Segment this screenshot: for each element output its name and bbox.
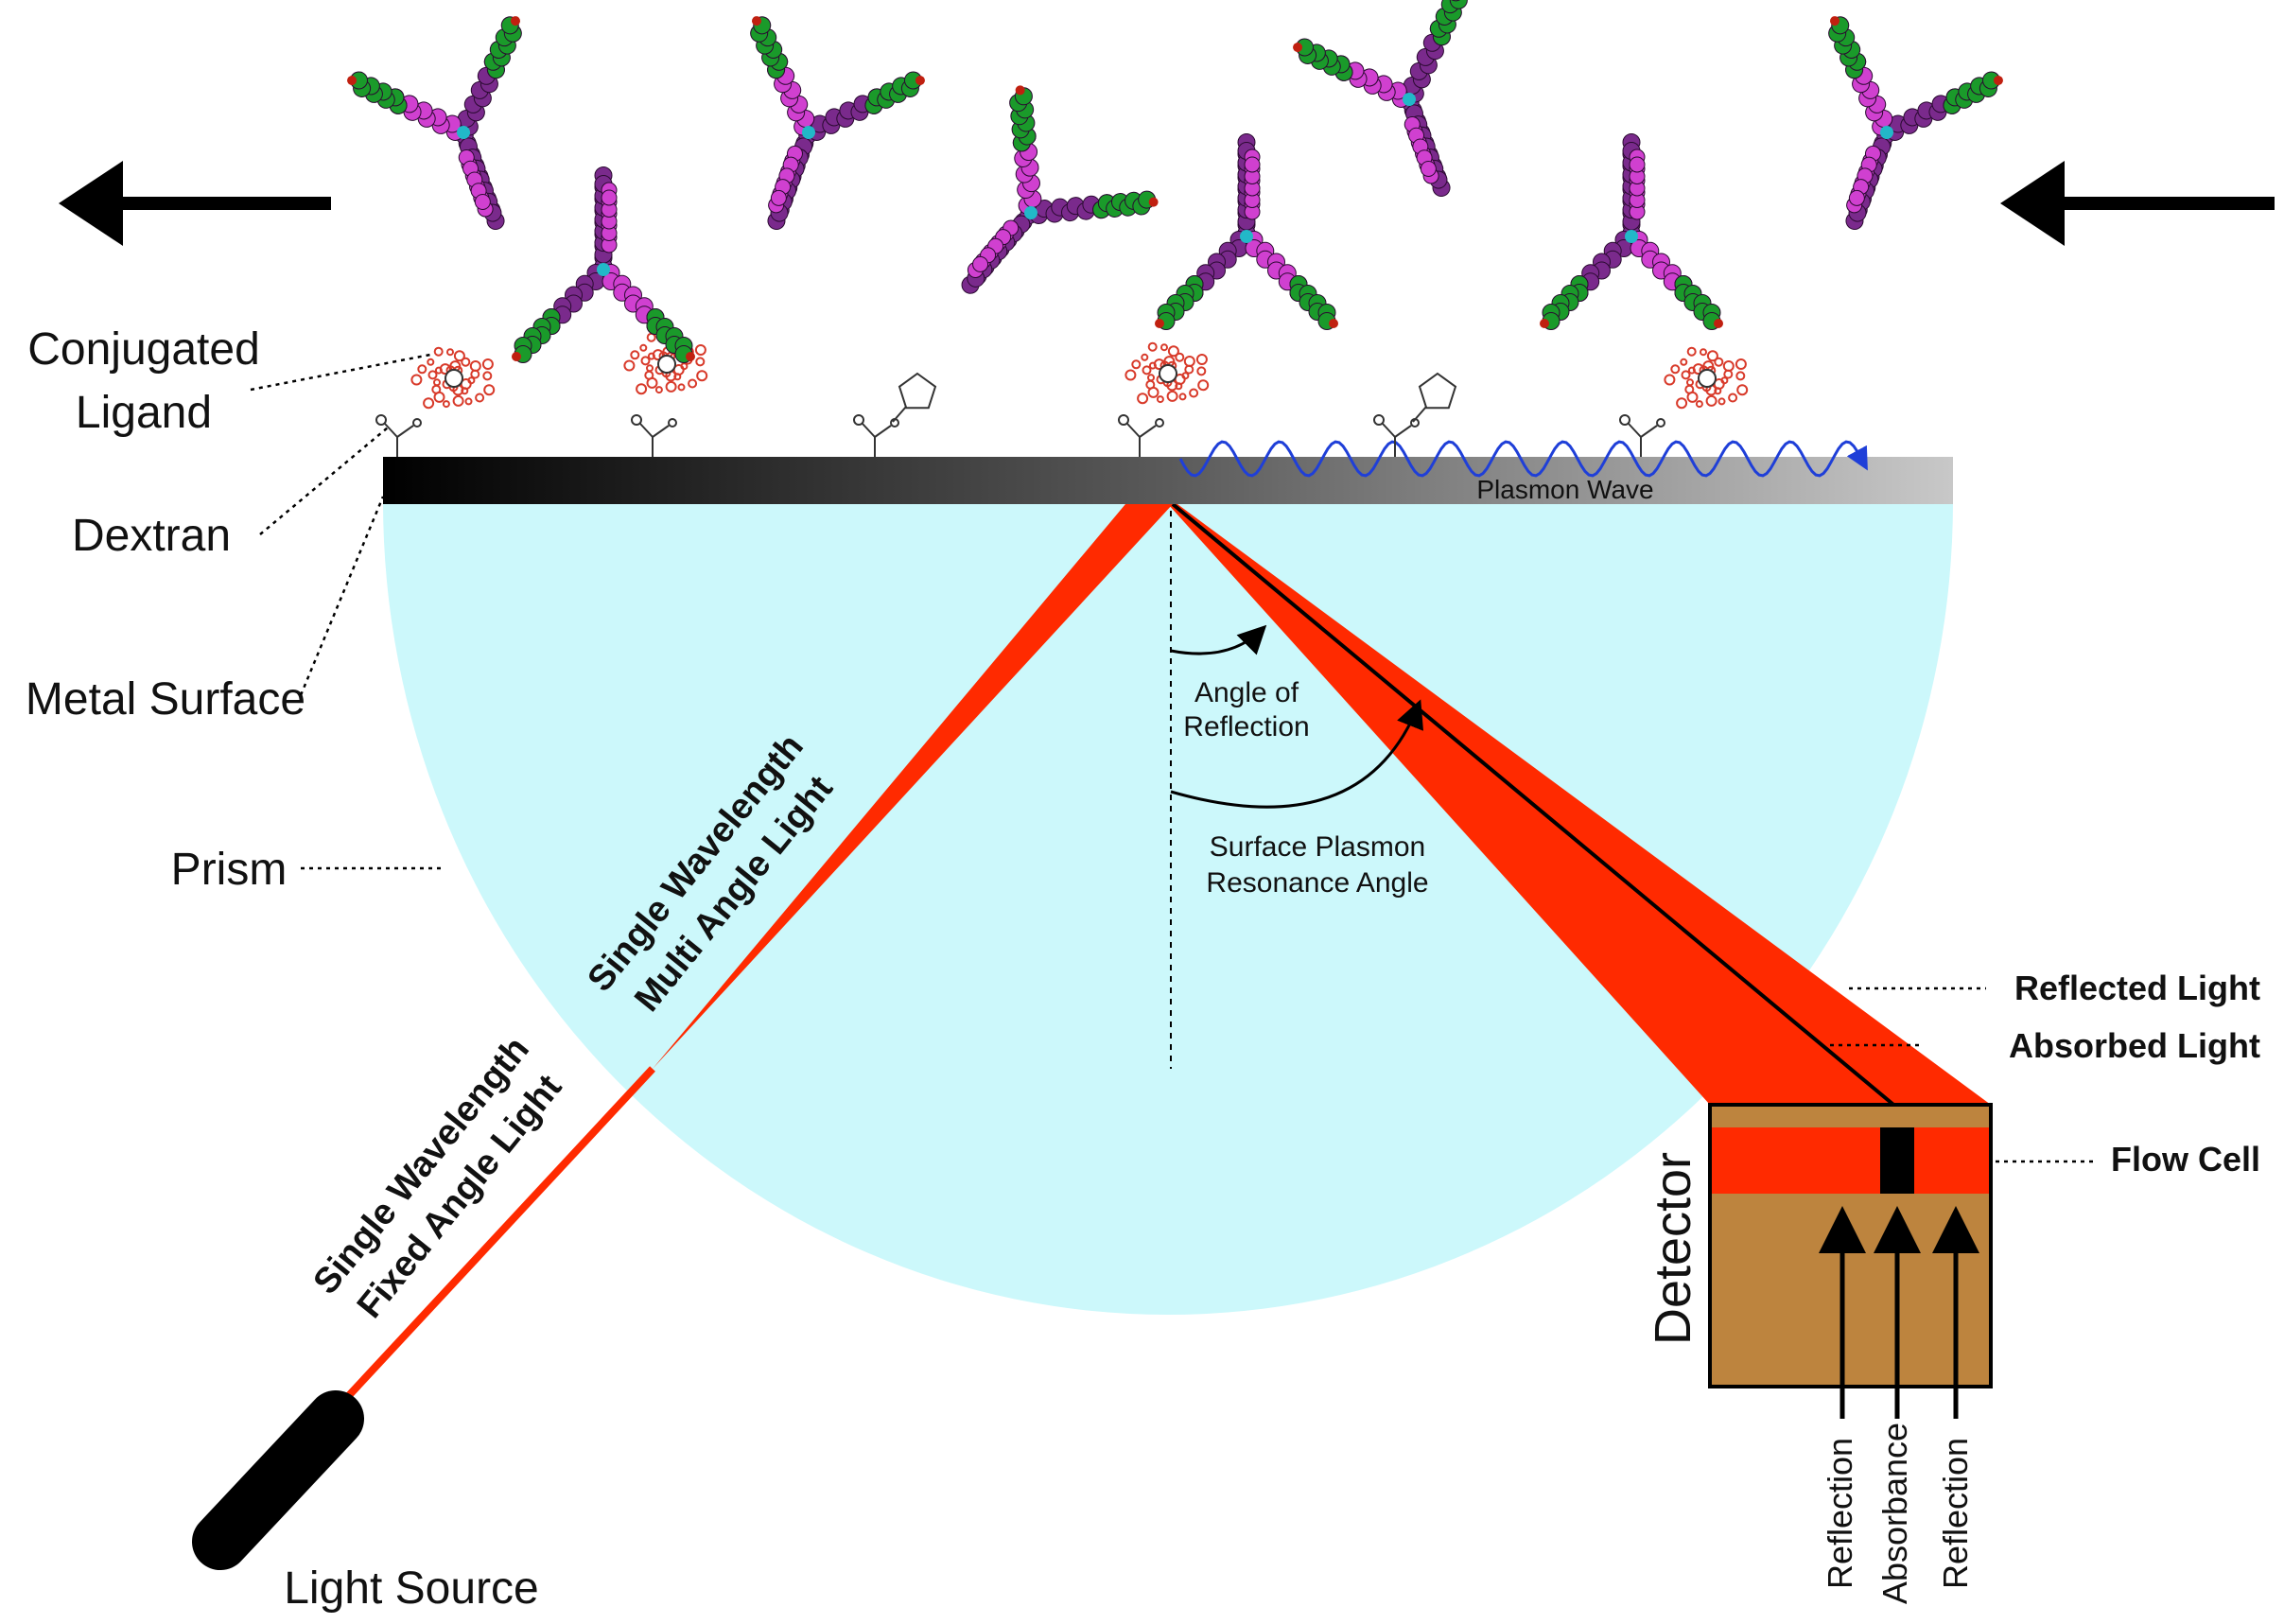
light-source — [192, 1390, 364, 1570]
antibody — [1828, 16, 2003, 230]
prism — [383, 501, 1953, 1315]
incident-beam-fixed-angle — [338, 1066, 655, 1407]
absorbance-band — [1880, 1127, 1914, 1194]
ligand-protein — [1125, 341, 1210, 405]
angle-of-reflection-label-1: Angle of — [1194, 677, 1299, 708]
conjugated-ligands — [410, 332, 1749, 410]
metal-surface-label: Metal Surface — [26, 674, 305, 725]
dextran-linkers — [375, 372, 1665, 457]
ligand-protein — [623, 332, 708, 395]
flow-arrow-right — [2000, 161, 2275, 246]
dextran-linker — [1373, 372, 1457, 457]
antibody — [1293, 0, 1468, 197]
plasmon-wave — [1178, 440, 1868, 478]
antibody — [347, 16, 522, 230]
svg-text:Absorbance: Absorbance — [1875, 1423, 1914, 1604]
absorbed-light-line — [1171, 502, 1900, 1110]
reflected-light-label: Reflected Light — [2014, 969, 2260, 1007]
leader-lines-right — [1830, 987, 2095, 1163]
prism-label: Prism — [171, 845, 288, 895]
conjugated-ligand-label-2: Ligand — [76, 388, 212, 438]
incident-beam-multi-angle — [653, 504, 1173, 1069]
flow-cell — [1712, 1127, 1989, 1194]
antibody — [1155, 133, 1338, 330]
flow-arrow-left — [59, 161, 331, 246]
fixed-angle-light-label: Single Wavelength Fixed Angle Light — [305, 1030, 569, 1326]
conjugated-ligand-label-1: Conjugated — [27, 324, 260, 375]
detector-absorbance-label: Absorbance — [1875, 1423, 1914, 1604]
spr-angle-arc — [1170, 699, 1423, 809]
dextran-linker — [1619, 414, 1665, 457]
detector-reflection-left-label: Reflection — [1821, 1438, 1859, 1589]
plasmon-wave-label: Plasmon Wave — [1476, 475, 1653, 504]
svg-text:Detector: Detector — [1645, 1152, 1701, 1345]
flow-cell-label: Flow Cell — [2111, 1140, 2260, 1179]
antibody — [961, 85, 1159, 294]
antibody — [750, 16, 925, 230]
ligand-protein — [1664, 346, 1749, 410]
leader-lines-left — [250, 353, 445, 870]
detector-arrows — [1819, 1206, 1979, 1419]
dextran-linker — [631, 414, 677, 457]
svg-text:Reflection: Reflection — [1821, 1438, 1859, 1589]
angle-of-reflection-arc — [1170, 624, 1267, 655]
detector-label: Detector — [1645, 1152, 1701, 1345]
spr-angle-label-2: Resonance Angle — [1206, 867, 1428, 899]
light-source-label: Light Source — [284, 1563, 539, 1614]
dextran-linker — [853, 372, 937, 457]
absorbed-light-label: Absorbed Light — [2009, 1026, 2260, 1065]
dextran-label: Dextran — [72, 511, 231, 561]
ligand-protein — [410, 346, 496, 410]
dextran-linker — [1118, 414, 1164, 457]
dextran-linker — [375, 414, 422, 457]
antibodies — [347, 0, 2003, 363]
antibody — [1540, 133, 1723, 330]
angle-of-reflection-label-2: Reflection — [1183, 711, 1309, 742]
reflected-beam — [1168, 504, 1991, 1105]
spr-angle-label-1: Surface Plasmon — [1210, 831, 1425, 863]
svg-text:Reflection: Reflection — [1936, 1438, 1975, 1589]
detector-reflection-right-label: Reflection — [1936, 1438, 1975, 1589]
antibody — [512, 166, 695, 363]
metal-surface — [383, 457, 1953, 504]
